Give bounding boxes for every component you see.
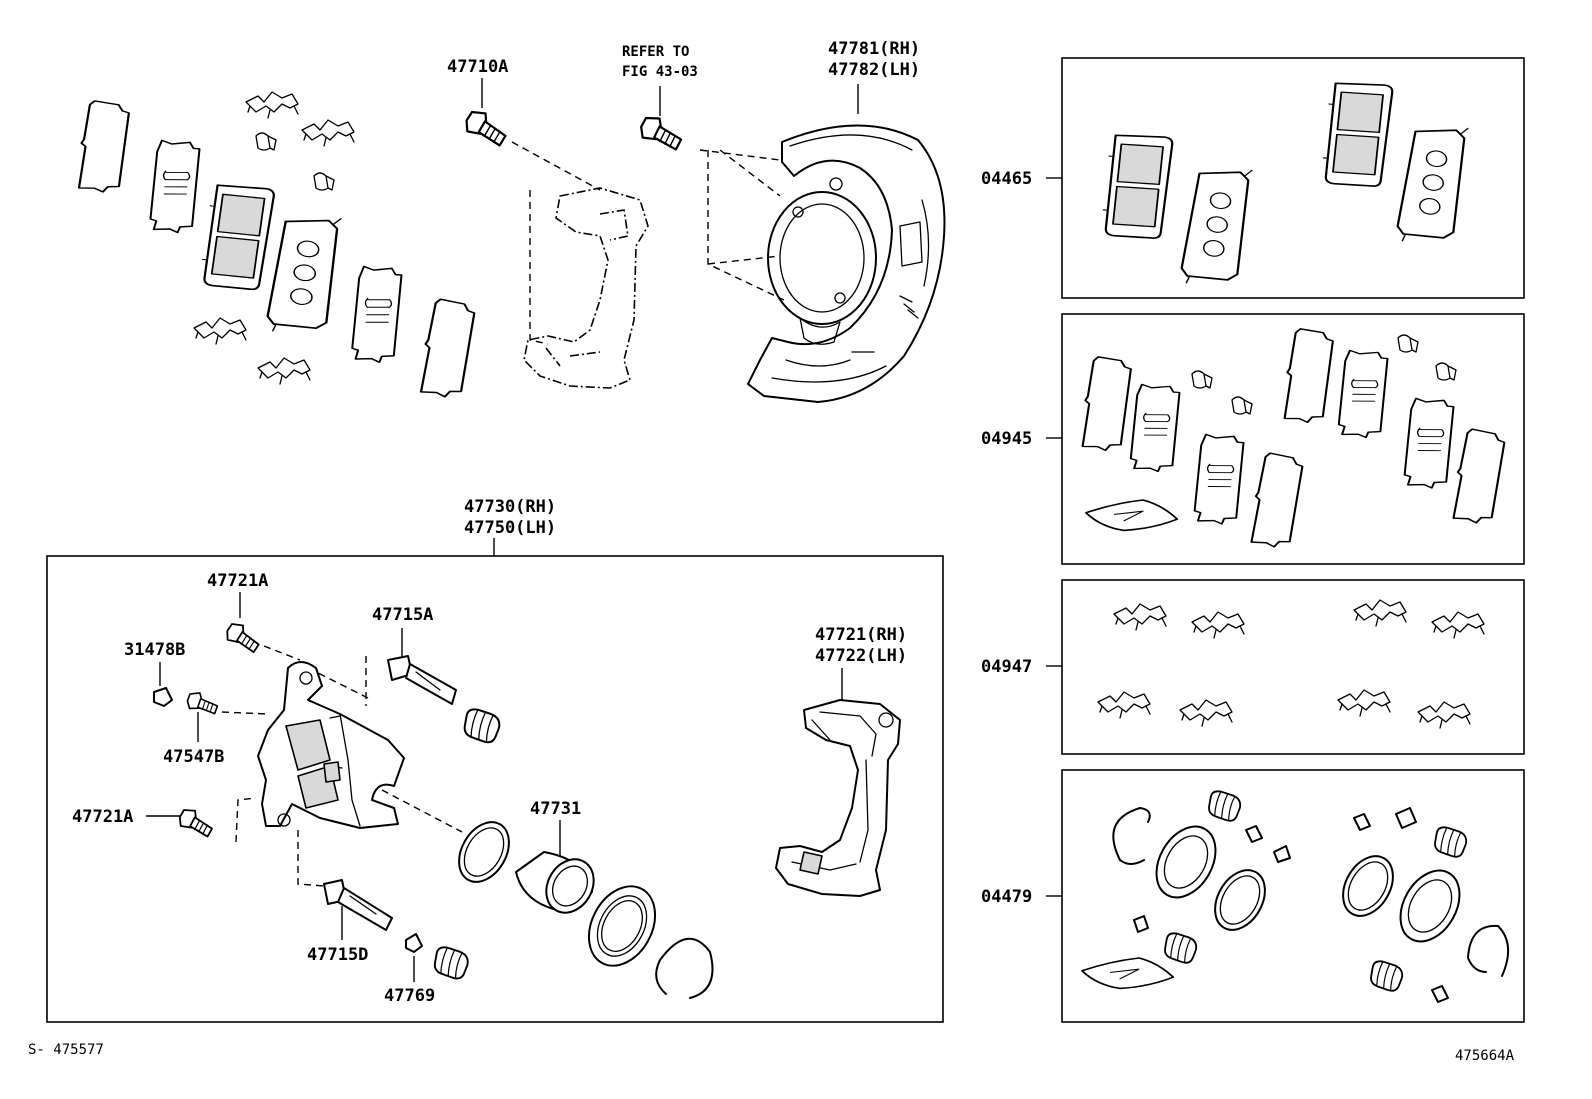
label-47782-lh: 47782(LH) bbox=[828, 60, 920, 80]
kit-04479-seals bbox=[1081, 789, 1509, 1003]
kit-04465-pads bbox=[1099, 78, 1470, 291]
bleeder-bolt-top bbox=[222, 619, 264, 654]
kit-label-04947: 04947 bbox=[981, 657, 1032, 677]
label-31478b: 31478B bbox=[124, 640, 185, 660]
fig-ref-bolt bbox=[636, 86, 687, 152]
footer-left-code: S- 475577 bbox=[28, 1042, 104, 1058]
label-47730-rh: 47730(RH) bbox=[464, 497, 556, 517]
bushing bbox=[405, 933, 423, 953]
disc-dust-shield bbox=[747, 124, 946, 403]
slide-pin-boot-upper bbox=[461, 707, 503, 745]
label-fig-ref: FIG 43-03 bbox=[622, 64, 698, 80]
caliper-mounting-bracket bbox=[775, 699, 901, 897]
label-47781-rh: 47781(RH) bbox=[828, 39, 920, 59]
caliper-cylinder-body bbox=[257, 661, 405, 829]
label-47731: 47731 bbox=[530, 799, 581, 819]
slide-pin-lower bbox=[323, 879, 393, 931]
torque-plate-outline bbox=[523, 187, 649, 389]
label-47710a: 47710A bbox=[447, 57, 508, 77]
piston-boot bbox=[587, 885, 657, 967]
pad-set-exploded bbox=[75, 91, 477, 401]
exploded-dashes-caliper bbox=[221, 645, 463, 887]
label-47721-rh: 47721(RH) bbox=[815, 625, 907, 645]
exploded-dashes-top bbox=[511, 141, 785, 345]
label-47750-lh: 47750(LH) bbox=[464, 518, 556, 538]
label-47715d: 47715D bbox=[307, 945, 368, 965]
bleeder-cap bbox=[153, 687, 173, 707]
label-47547b: 47547B bbox=[163, 747, 224, 767]
label-47722-lh: 47722(LH) bbox=[815, 646, 907, 666]
caliper-assembly-frame bbox=[46, 555, 944, 1023]
label-47721a-bottom: 47721A bbox=[72, 807, 133, 827]
bleeder-plug bbox=[185, 690, 220, 715]
piston-seal bbox=[447, 812, 521, 892]
label-47721a-top: 47721A bbox=[207, 571, 268, 591]
bleeder-bolt-bottom bbox=[175, 805, 217, 839]
caliper-piston bbox=[515, 851, 595, 914]
kit-04947-clips bbox=[1097, 599, 1485, 729]
kit-label-04945: 04945 bbox=[981, 429, 1032, 449]
kit-label-04465: 04465 bbox=[981, 169, 1032, 189]
label-47715a: 47715A bbox=[372, 605, 433, 625]
kit-box-04947 bbox=[1061, 579, 1525, 755]
kit-box-04945 bbox=[1061, 313, 1525, 565]
kit-04945-shims bbox=[1079, 326, 1507, 551]
mounting-bolt-top bbox=[461, 78, 512, 148]
label-refer-to: REFER TO bbox=[622, 44, 689, 60]
footer-right-code: 475664A bbox=[1455, 1048, 1515, 1064]
kit-label-04479: 04479 bbox=[981, 887, 1032, 907]
slide-pin-upper bbox=[387, 655, 457, 705]
slide-pin-boot-lower bbox=[432, 945, 471, 982]
set-ring bbox=[655, 937, 714, 999]
label-47769: 47769 bbox=[384, 986, 435, 1006]
